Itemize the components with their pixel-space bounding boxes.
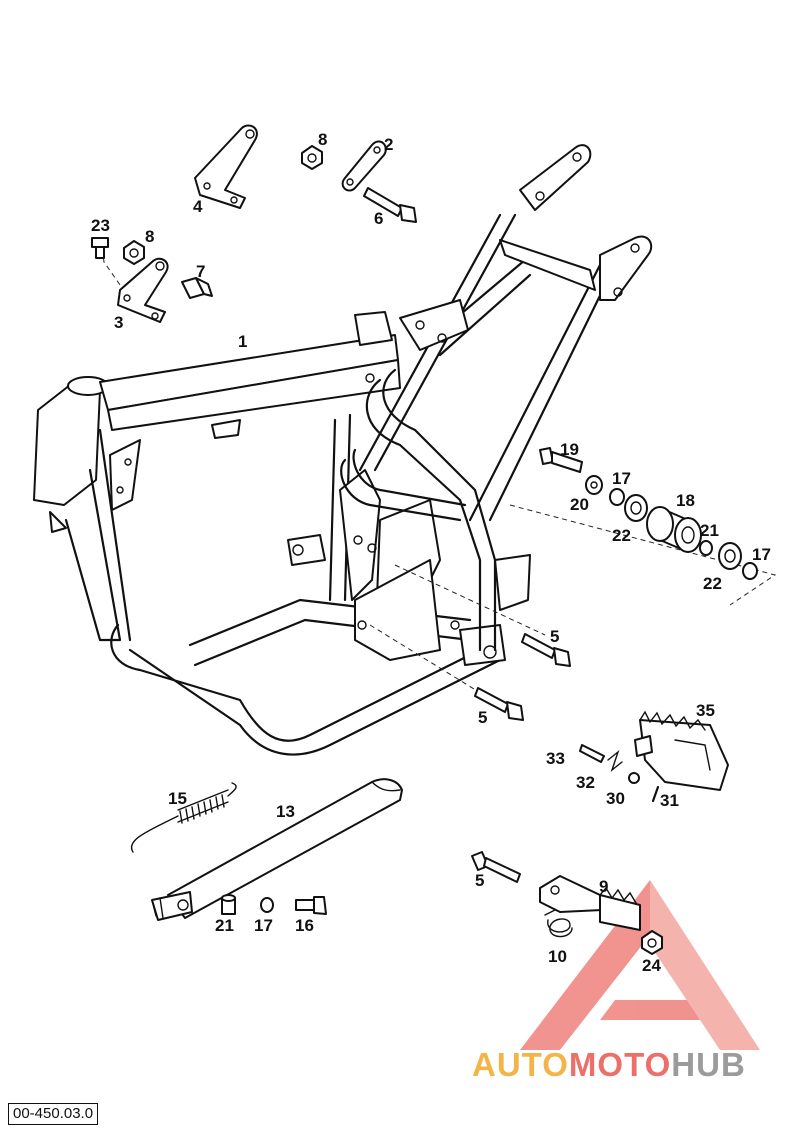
footrest-9	[539, 875, 641, 931]
sleeve-18	[646, 506, 702, 553]
clip-32	[607, 749, 623, 773]
callout-22-b: 22	[703, 574, 722, 593]
watermark-auto: AUTO	[472, 1046, 569, 1083]
pin-31	[651, 785, 660, 803]
callout-4: 4	[193, 197, 203, 216]
bolt-19	[539, 447, 583, 473]
bracket-3	[117, 257, 169, 323]
bushing-22-b	[718, 542, 742, 570]
callout-19: 19	[560, 440, 579, 459]
callout-6: 6	[374, 209, 383, 228]
main-frame	[33, 144, 653, 756]
nut-8-top	[301, 145, 323, 170]
callout-9: 9	[599, 877, 608, 896]
washer-30	[628, 772, 640, 784]
callout-33: 33	[546, 749, 565, 768]
callout-31: 31	[660, 791, 679, 810]
spring-15	[130, 782, 237, 853]
footrest-35	[634, 710, 729, 791]
bushing-22-a	[624, 494, 648, 522]
callout-35: 35	[696, 701, 715, 720]
pin-33	[579, 744, 605, 763]
watermark-moto: MOTO	[568, 1046, 672, 1083]
callout-18: 18	[676, 491, 695, 510]
ring-17-b	[742, 562, 758, 580]
bolt-5-upper	[521, 633, 571, 667]
callout-23: 23	[91, 216, 110, 235]
callout-5-upper: 5	[550, 627, 559, 646]
callout-10: 10	[548, 947, 567, 966]
callout-24: 24	[642, 956, 661, 975]
callout-17-c: 17	[254, 916, 273, 935]
callout-labels: 1 2 3 4 5 5 5 6 7 8 8 9 10 13 15 16 17 1…	[91, 130, 771, 975]
washer-20	[585, 475, 603, 495]
bolt-5-lower	[474, 687, 524, 721]
nut-24	[641, 930, 663, 955]
bracket-4	[194, 124, 258, 209]
callout-3: 3	[114, 313, 123, 332]
callout-17-a: 17	[612, 469, 631, 488]
bolt-5-footrest	[471, 851, 521, 883]
bolt-7	[181, 277, 213, 299]
callout-2: 2	[384, 135, 393, 154]
callout-8-top: 8	[318, 130, 327, 149]
callout-15: 15	[168, 789, 187, 808]
watermark-logo	[520, 880, 760, 1050]
bolt-23	[91, 237, 109, 259]
callout-1: 1	[238, 332, 247, 351]
bolt-6	[363, 187, 417, 223]
callout-30: 30	[606, 789, 625, 808]
callout-5-footrest: 5	[475, 871, 484, 890]
spacer-21-a	[699, 540, 713, 556]
callout-5-lower: 5	[478, 708, 487, 727]
callout-32: 32	[576, 773, 595, 792]
spacer-21-b	[221, 894, 236, 915]
callout-7: 7	[196, 262, 205, 281]
callout-21-b: 21	[215, 916, 234, 935]
ring-17-a	[609, 488, 625, 506]
watermark-hub: HUB	[671, 1046, 746, 1083]
callout-20: 20	[570, 495, 589, 514]
nut-8-left	[123, 240, 145, 265]
watermark-text: AUTOMOTOHUB	[472, 1046, 746, 1084]
callout-8-left: 8	[145, 227, 154, 246]
callout-22-a: 22	[612, 526, 631, 545]
callout-21-a: 21	[700, 521, 719, 540]
callout-17-b: 17	[752, 545, 771, 564]
callout-13: 13	[276, 802, 295, 821]
drawing-code: 00-450.03.0	[8, 1103, 99, 1125]
bolt-16	[295, 896, 327, 915]
side-stand-13	[151, 778, 403, 921]
spring-10	[544, 909, 573, 938]
callout-16: 16	[295, 916, 314, 935]
plate-2	[341, 140, 387, 192]
ring-17-c	[260, 897, 274, 913]
